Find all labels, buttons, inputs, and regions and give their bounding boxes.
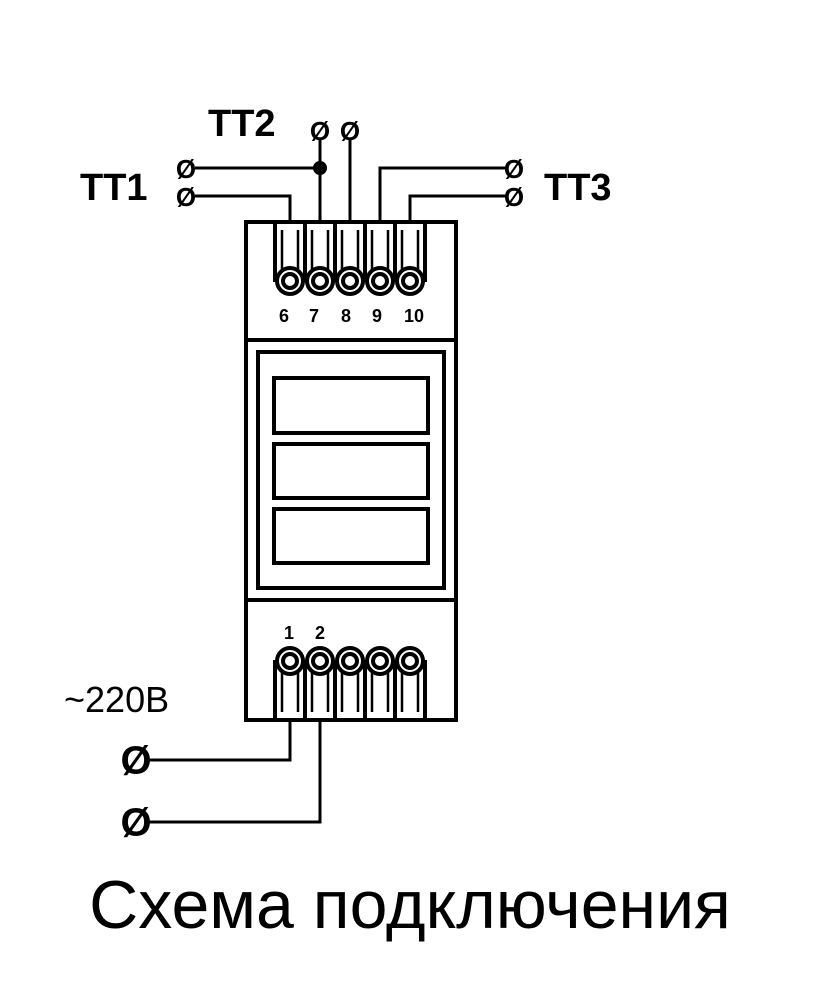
terminal-number-8: 8: [341, 306, 351, 326]
wire-tt1-b: [195, 194, 292, 222]
diagram-caption: Схема подключения: [89, 867, 731, 943]
terminal-screw-7: [305, 266, 335, 296]
top-terminal-block: [273, 222, 427, 296]
bottom-terminal-walls: [273, 660, 427, 720]
bottom-terminal-block: [273, 646, 427, 720]
terminal-symbol-tt2-a: Ø: [310, 116, 330, 146]
terminal-number-6: 6: [279, 306, 289, 326]
terminal-number-2: 2: [315, 623, 325, 643]
wire-junction-dot: [313, 161, 327, 175]
display-panel: [256, 350, 446, 590]
label-tt2: ТТ2: [208, 103, 276, 145]
terminal-number-9: 9: [372, 306, 382, 326]
top-terminal-channels: [280, 230, 420, 270]
terminal-screw-2: [305, 646, 335, 676]
display-segment-1: [272, 376, 430, 435]
wire-supply-1: [148, 720, 292, 762]
terminal-symbol-tt1-a: Ø: [176, 154, 196, 184]
display-segment-2: [272, 442, 430, 500]
terminal-symbol-supply-1: Ø: [120, 739, 151, 783]
wire-tt3-b: [408, 194, 505, 222]
terminal-screw-8: [335, 266, 365, 296]
label-tt1: ТТ1: [80, 167, 148, 209]
label-tt3: ТТ3: [544, 167, 612, 209]
top-terminal-walls: [273, 222, 427, 282]
device-housing: [244, 220, 458, 722]
terminal-screw-1: [275, 646, 305, 676]
display-segment-3: [272, 507, 430, 565]
display-frame: [256, 350, 446, 590]
terminal-symbol-tt3-a: Ø: [504, 154, 524, 184]
housing-outline: [244, 220, 458, 722]
supply-wiring: [148, 720, 322, 824]
wire-supply-2: [148, 720, 322, 824]
terminal-symbols: Ø Ø Ø Ø Ø Ø Ø Ø: [120, 116, 524, 845]
terminal-symbol-tt3-b: Ø: [504, 182, 524, 212]
terminal-screw-9: [365, 266, 395, 296]
terminal-numbers-bottom: 1 2: [284, 623, 325, 643]
terminal-numbers-top: 6 7 8 9 10: [279, 306, 424, 326]
label-supply-voltage: ~220В: [64, 679, 169, 720]
terminal-screw-3: [335, 646, 365, 676]
bottom-terminal-channels: [280, 672, 420, 712]
terminal-symbol-tt1-b: Ø: [176, 182, 196, 212]
terminal-number-1: 1: [284, 623, 294, 643]
wire-tt3-a: [378, 166, 505, 222]
terminal-symbol-supply-2: Ø: [120, 801, 151, 845]
terminal-screw-5: [395, 646, 425, 676]
terminal-symbol-tt2-b: Ø: [340, 116, 360, 146]
ct-wiring: [195, 140, 505, 222]
terminal-number-7: 7: [309, 306, 319, 326]
terminal-number-10: 10: [404, 306, 424, 326]
terminal-screw-10: [395, 266, 425, 296]
terminal-screw-6: [275, 266, 305, 296]
terminal-screw-4: [365, 646, 395, 676]
